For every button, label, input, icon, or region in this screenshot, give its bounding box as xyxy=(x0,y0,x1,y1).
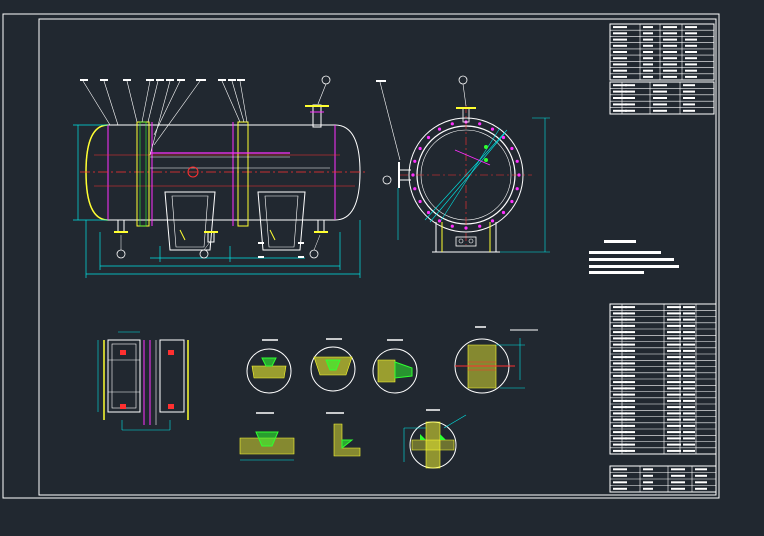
bolt-hole xyxy=(501,210,506,215)
bolt-hole xyxy=(501,135,506,140)
bolt-hole xyxy=(411,173,415,177)
bolt-hole xyxy=(478,224,482,228)
bolt-hole xyxy=(437,219,442,223)
bolt-hole xyxy=(478,122,482,126)
balloon-F xyxy=(382,175,392,185)
tube-sheet-right xyxy=(237,121,249,227)
nozzle-weld-detail xyxy=(403,409,467,469)
bolt-hole xyxy=(413,187,417,191)
saddle-left xyxy=(164,191,216,251)
bolt-hole xyxy=(418,146,422,151)
bolt-hole xyxy=(515,159,519,163)
end-view xyxy=(376,75,550,253)
bolt-hole xyxy=(490,127,495,131)
bolt-hole xyxy=(464,226,468,230)
weld-detail-4 xyxy=(239,412,295,461)
weld-detail-2 xyxy=(310,338,356,392)
bolt-hole xyxy=(426,135,431,140)
bolt-hole xyxy=(418,199,422,204)
bolt-hole xyxy=(510,146,514,151)
weld-detail-3 xyxy=(372,339,418,394)
bolt-hole xyxy=(450,122,454,126)
bolt-hole xyxy=(515,187,519,191)
saddle-detail xyxy=(97,331,189,431)
weld-detail-5 xyxy=(326,412,361,457)
flange-detail xyxy=(454,326,538,394)
bolt-hole xyxy=(490,219,495,223)
sheet-frame xyxy=(2,13,720,499)
bolt-hole xyxy=(426,210,431,215)
weld-detail-1 xyxy=(246,339,292,394)
bolt-hole xyxy=(517,173,521,177)
bolt-hole xyxy=(413,159,417,163)
bolt-hole-pattern xyxy=(411,120,521,230)
bolt-hole xyxy=(450,224,454,228)
design-data-table xyxy=(609,23,715,115)
technical-requirements-block xyxy=(589,240,679,274)
parts-list-table xyxy=(609,303,717,493)
saddle-right xyxy=(257,191,306,251)
bolt-hole xyxy=(510,199,514,204)
bolt-hole xyxy=(437,127,442,131)
front-view xyxy=(73,75,368,278)
